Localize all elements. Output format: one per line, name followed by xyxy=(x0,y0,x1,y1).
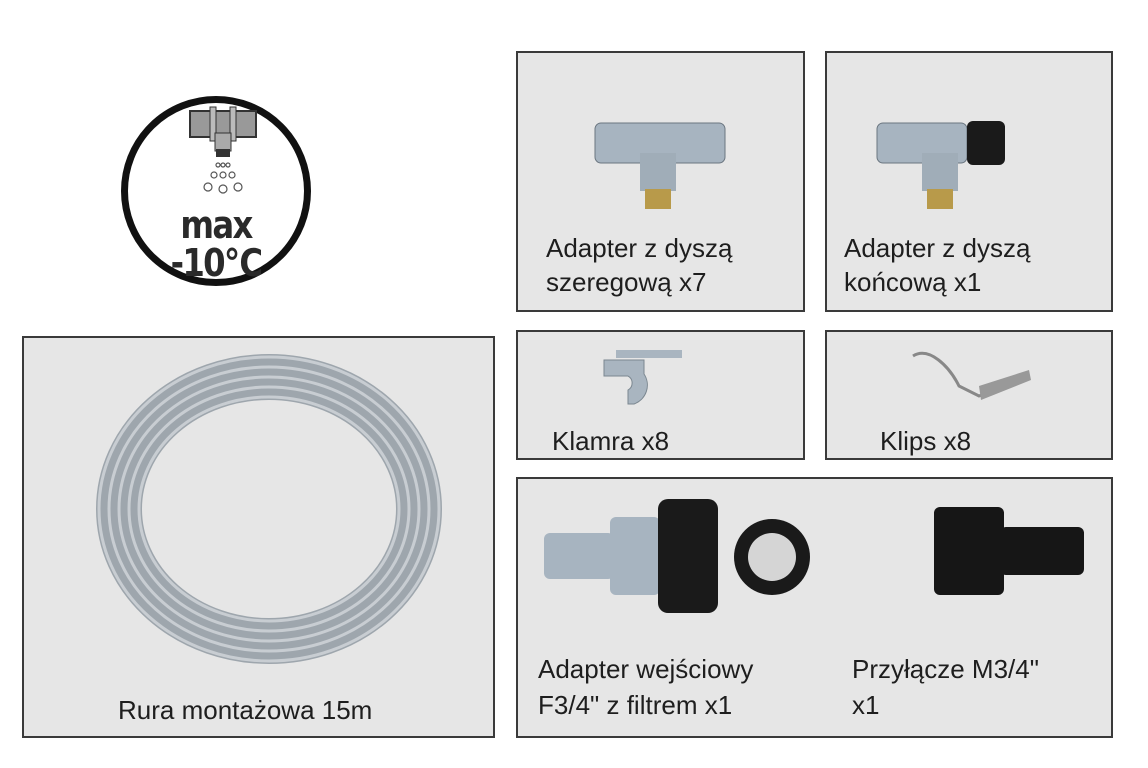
hose-coil-image xyxy=(96,354,442,664)
item-label: Klips x8 xyxy=(880,426,972,456)
temperature-badge: max -10℃ xyxy=(121,96,311,286)
item-inlet-and-connector: Adapter wejściowy F3/4" z filtrem x1 Prz… xyxy=(516,477,1113,738)
item-label-line2: x1 xyxy=(852,690,880,720)
badge-line1: max xyxy=(180,203,253,247)
item-clip: Klips x8 xyxy=(825,330,1113,460)
item-label-line1: Adapter wejściowy xyxy=(538,654,754,684)
item-label-line1: Adapter z dyszą xyxy=(546,233,733,263)
nozzle-spray-icon xyxy=(189,106,257,194)
item-label-line1: Przyłącze M3/4" xyxy=(852,654,1039,684)
item-label-line2: końcową x1 xyxy=(844,267,982,297)
item-label-line2: szeregową x7 xyxy=(546,267,707,297)
badge-line2: -10℃ xyxy=(170,241,263,285)
clamp-image xyxy=(603,350,682,405)
item-label-line2: F3/4" z filtrem x1 xyxy=(538,690,733,720)
item-label: Klamra x8 xyxy=(552,426,670,456)
item-mounting-hose: Rura montażowa 15m xyxy=(22,336,495,738)
item-inline-nozzle-adapter: Adapter z dyszą szeregową x7 xyxy=(516,51,805,312)
inlet-adapter-filter-image xyxy=(544,499,810,613)
item-label-line1: Adapter z dyszą xyxy=(844,233,1031,263)
item-label: Rura montażowa 15m xyxy=(118,695,373,725)
tee-adapter-image xyxy=(594,122,726,209)
item-clamp: Klamra x8 xyxy=(516,330,805,460)
connector-m34-image xyxy=(934,507,1084,595)
item-end-nozzle-adapter: Adapter z dyszą końcową x1 xyxy=(825,51,1113,312)
clip-image xyxy=(912,351,1031,400)
end-adapter-image xyxy=(876,121,1005,209)
